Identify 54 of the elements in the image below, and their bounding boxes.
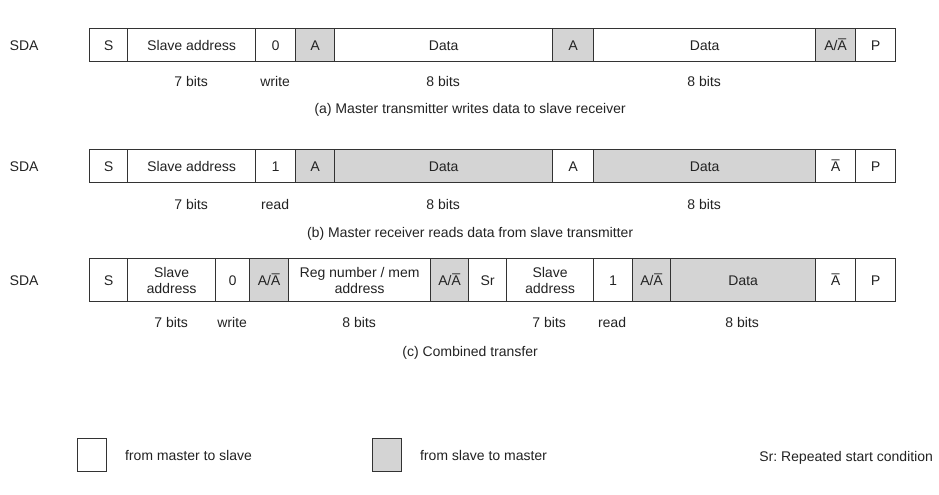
frame-field: 1 (593, 258, 633, 302)
bit-count: 7 bits (154, 314, 188, 330)
caption: (b) Master receiver reads data from slave transmitter (307, 224, 633, 240)
bit-count: 8 bits (687, 73, 721, 89)
signal-name: SDA (10, 158, 38, 174)
bit-count: 7 bits (174, 196, 208, 212)
frame-field: Slave address (127, 149, 256, 183)
frame-field: Slave address (506, 258, 594, 302)
frame-field: 1 (255, 149, 296, 183)
frame-field: P (855, 149, 896, 183)
frame-field: A (295, 149, 335, 183)
frame-field: A/A̅ (249, 258, 289, 302)
direction-bit-label: read (598, 314, 626, 330)
frame-field: Data (593, 28, 816, 62)
frame-field: A (552, 149, 594, 183)
frame-field: A/A̅ (632, 258, 671, 302)
signal-name: SDA (10, 37, 38, 53)
frame-field: Reg number / mem address (288, 258, 431, 302)
frame-field: A̅ (815, 258, 856, 302)
direction-bit-label: write (260, 73, 290, 89)
frame-field: Data (334, 28, 553, 62)
frame-field: A/A̅ (815, 28, 856, 62)
frame-field: A (295, 28, 335, 62)
note-text: Sr: Repeated start condition (759, 448, 933, 464)
bit-count: 8 bits (426, 196, 460, 212)
direction-bit-label: write (217, 314, 247, 330)
frame-field: Slave address (127, 28, 256, 62)
direction-bit-label: read (260, 196, 290, 212)
frame-field: P (855, 258, 896, 302)
frame-field: 0 (255, 28, 296, 62)
bit-count: 8 bits (426, 73, 460, 89)
frame-field: 0 (215, 258, 250, 302)
frame-field: P (855, 28, 896, 62)
signal-name: SDA (10, 272, 38, 288)
bit-count: 8 bits (687, 196, 721, 212)
caption: (a) Master transmitter writes data to slave receiver (314, 100, 626, 116)
frame-field: Data (593, 149, 816, 183)
frame-field: Data (334, 149, 553, 183)
frame-field: Slave address (127, 258, 216, 302)
frame-field: S (89, 258, 128, 302)
frame-field: A̅ (815, 149, 856, 183)
legend-text: from slave to master (420, 447, 547, 463)
frame-field: S (89, 149, 128, 183)
bit-count: 8 bits (725, 314, 759, 330)
bit-count: 7 bits (532, 314, 566, 330)
legend-text: from master to slave (125, 447, 252, 463)
frame-field: Sr (468, 258, 507, 302)
caption: (c) Combined transfer (402, 343, 538, 359)
bit-count: 7 bits (174, 73, 208, 89)
frame-field: A/A̅ (430, 258, 469, 302)
frame-field: Data (670, 258, 816, 302)
frame-field: S (89, 28, 128, 62)
frame-field: A (552, 28, 594, 62)
bit-count: 8 bits (342, 314, 376, 330)
